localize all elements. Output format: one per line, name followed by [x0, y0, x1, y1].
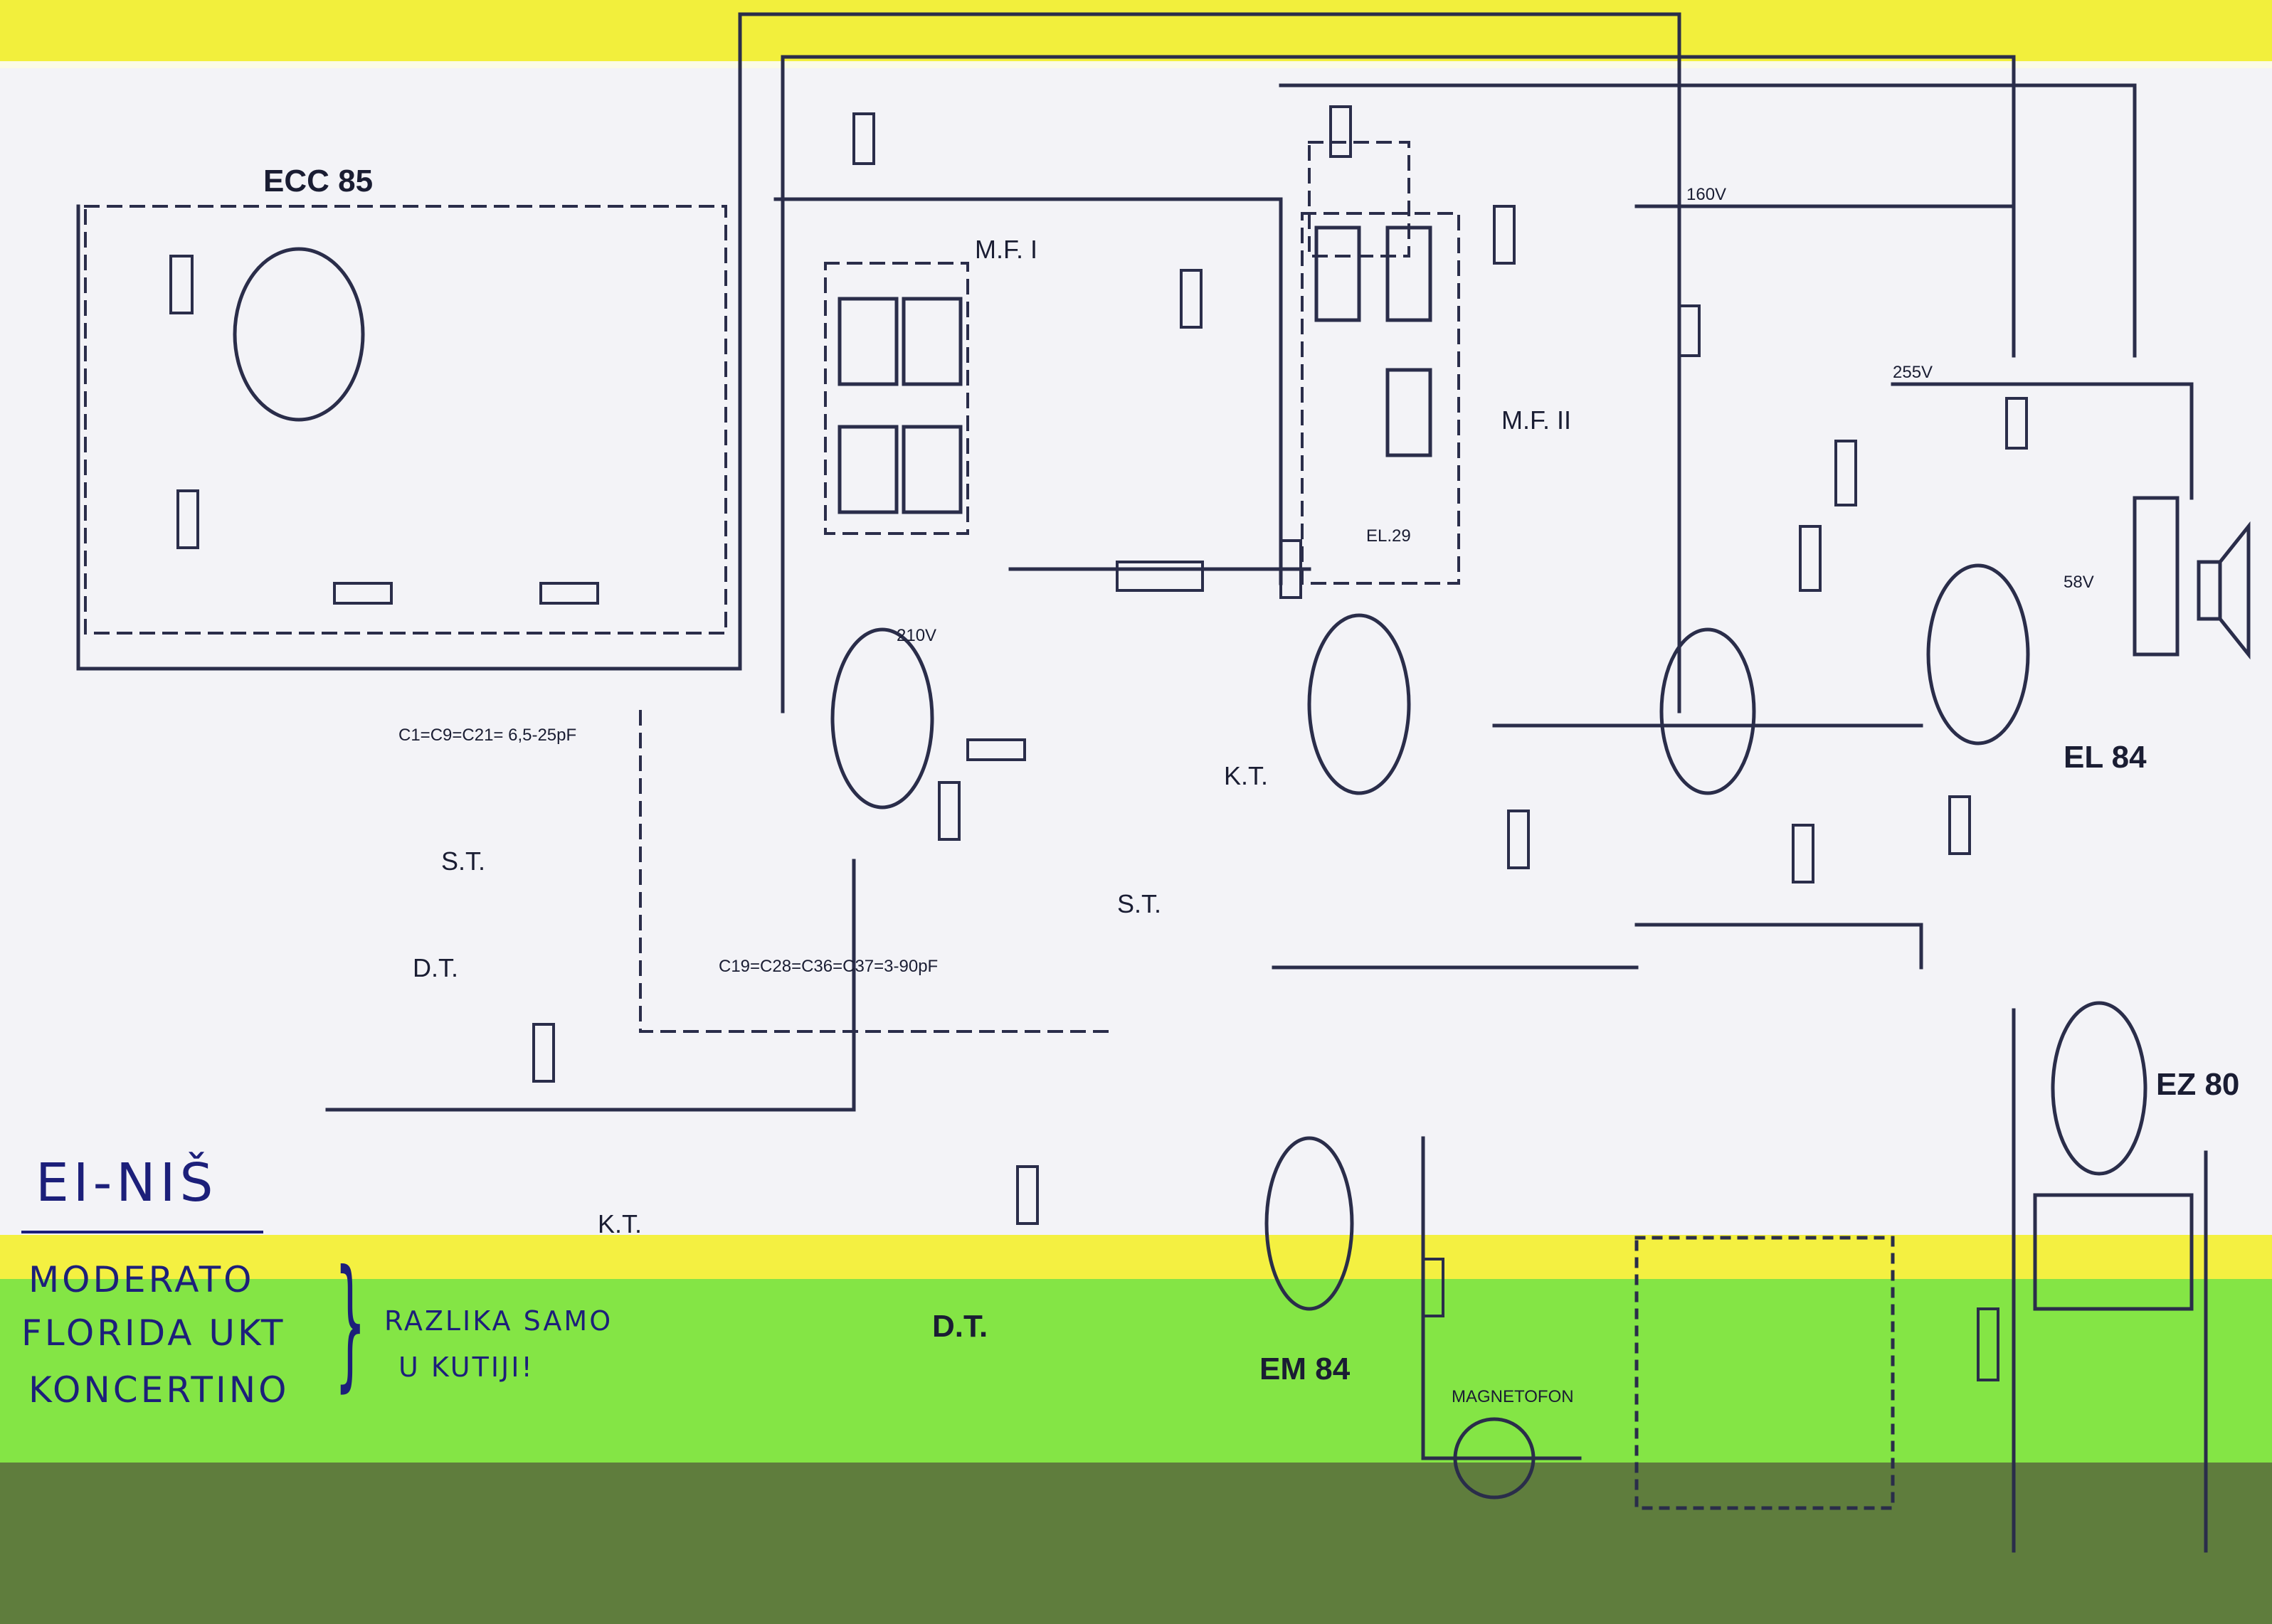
ez80-label: EZ 80 [2156, 1067, 2240, 1102]
mf1-label: M.F. I [975, 235, 1037, 264]
em84-label: EM 84 [1259, 1352, 1351, 1386]
handwritten-line-2: FLORIDA UKT [21, 1312, 286, 1354]
coil-blocks [838, 225, 2194, 1510]
voltage-160v: 160V [1686, 185, 1727, 204]
voltage-210v: 210V [897, 626, 937, 645]
yellow-band-top [0, 0, 2272, 61]
title-underline [21, 1231, 263, 1233]
capacitor-formula-2: C19=C28=C36=C37=3-90pF [719, 957, 939, 976]
handwritten-line-3: KONCERTINO [28, 1369, 290, 1411]
tube-symbols [233, 247, 2147, 1311]
dt-bottom-label: D.T. [932, 1309, 988, 1344]
st-middle-label: S.T. [1117, 889, 1162, 918]
el84-label: EL 84 [2064, 740, 2147, 775]
handwritten-side-1: RAZLIKA SAMO [384, 1305, 613, 1337]
dt-left-label: D.T. [413, 953, 459, 982]
voltage-58v: 58V [2064, 573, 2094, 592]
handwritten-side-2: U KUTIJI! [398, 1352, 534, 1383]
dark-band [0, 1463, 2272, 1624]
resistor-symbols [169, 105, 2028, 1381]
white-strip [0, 61, 2272, 68]
magnetofon-socket [1453, 1417, 1536, 1500]
bus-lines [76, 12, 2208, 1553]
mf2-label: M.F. II [1501, 405, 1571, 435]
st-left-label: S.T. [441, 847, 486, 876]
magnetofon-label: MAGNETOFON [1452, 1387, 1574, 1406]
handwritten-title: EI-NIŠ [36, 1152, 218, 1214]
handwritten-brace: } [334, 1240, 366, 1406]
kt-left-label: K.T. [598, 1209, 643, 1238]
ecc85-label: ECC 85 [263, 164, 374, 198]
paper-area [0, 68, 2272, 1235]
shield-boxes [84, 141, 1460, 1033]
capacitor-formula-1: C1=C9=C21= 6,5-25pF [398, 726, 577, 745]
handwritten-line-1: MODERATO [28, 1259, 255, 1300]
voltage-255v: 255V [1893, 363, 1933, 382]
el29-label: EL.29 [1366, 526, 1411, 546]
kt-middle-label: K.T. [1224, 761, 1269, 790]
speaker-symbol [2197, 521, 2251, 660]
